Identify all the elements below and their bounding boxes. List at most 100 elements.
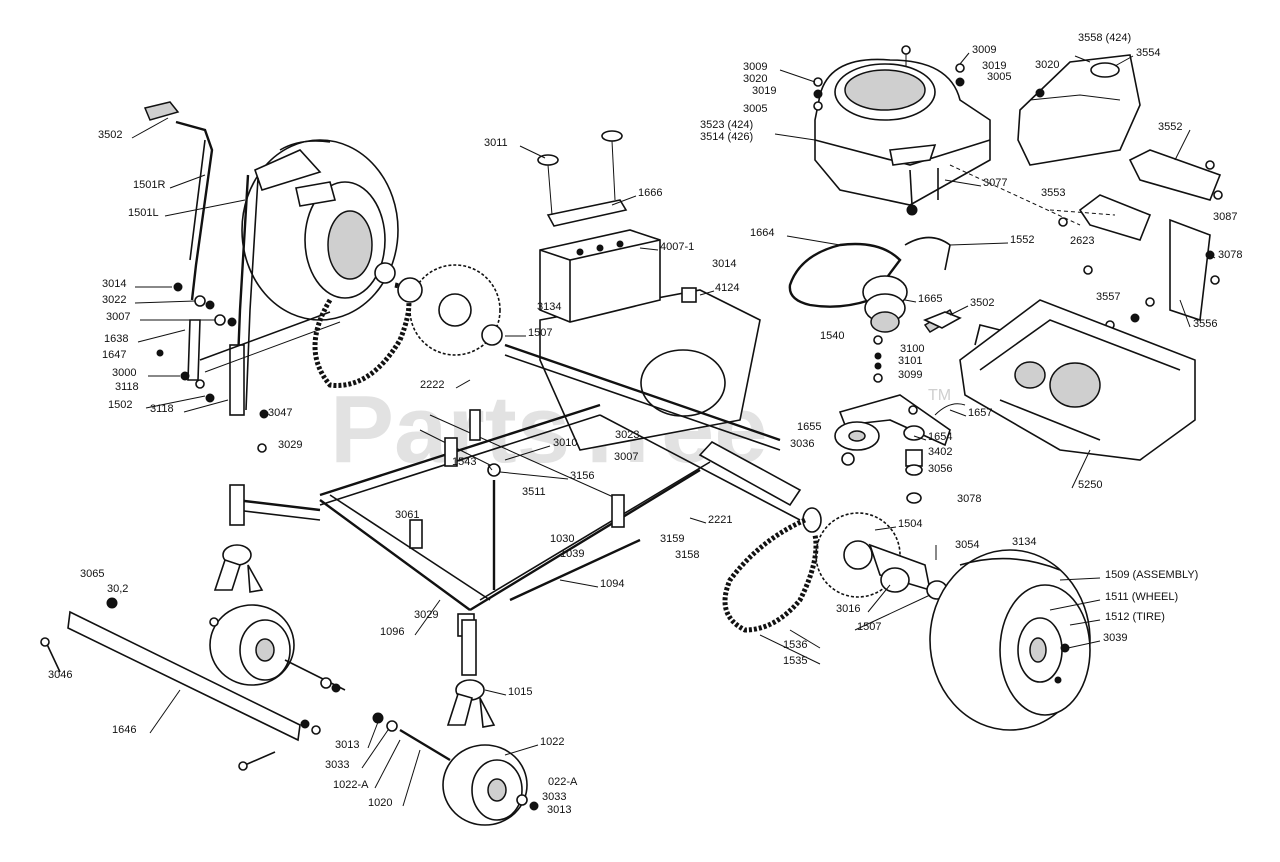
part-label-l3134b: 3134 [1012,536,1036,548]
part-label-l3014b: 3014 [712,258,736,270]
part-label-l1536: 1536 [783,639,807,651]
left-sprocket-chain [312,262,503,388]
part-labels: 3502 1501R 1501L 3014 3022 3007 1638 1647 3000 31… [48,32,1242,816]
part-label-l3023: 3023 [615,429,639,441]
part-label-l1511: 1511 (WHEEL) [1105,591,1178,603]
part-label-l1535: 1535 [783,655,807,667]
belts-pulleys [788,236,955,383]
part-label-l3033a: 3033 [325,759,349,771]
front-bar [40,597,301,771]
part-label-l3010: 3010 [553,437,577,449]
part-label-l1507b: 1507 [857,621,881,633]
part-label-l1020: 1020 [368,797,392,809]
part-label-l3156: 3156 [570,470,594,482]
part-label-l3502b: 3502 [970,297,994,309]
part-label-l3099: 3099 [898,369,922,381]
part-label-l3036: 3036 [790,438,814,450]
part-label-l3000: 3000 [112,367,136,379]
part-label-l3134a: 3134 [537,301,561,313]
rear-wheel-right [929,545,1091,731]
part-label-l3100: 3100 [900,343,924,355]
part-label-l1654: 1654 [928,431,952,443]
part-label-l3065: 3065 [80,568,104,580]
part-label-l1022a_r: 022-A [548,776,578,788]
battery-strap [537,130,628,227]
part-label-l4007: 4007-1 [660,241,694,253]
part-label-l3013b: 3013 [547,804,571,816]
part-label-l1502: 1502 [108,399,132,411]
axle-rods [235,463,641,602]
part-label-l1552: 1552 [1010,234,1034,246]
part-label-l3078a: 3078 [1218,249,1242,261]
part-label-l3078b: 3078 [957,493,981,505]
part-label-l3009a: 3009 [743,61,767,73]
part-label-l5250: 5250 [1078,479,1102,491]
part-label-l3061: 3061 [395,509,419,521]
part-label-l3029a: 3029 [278,439,302,451]
part-label-l3077: 3077 [983,177,1007,189]
tank-brackets [949,149,1223,330]
part-label-l3558: 3558 (424) [1078,32,1131,44]
part-label-l1666: 1666 [638,187,662,199]
engine [813,45,991,216]
part-label-l2221: 2221 [708,514,732,526]
part-label-l3022: 3022 [102,294,126,306]
part-label-l1655: 1655 [797,421,821,433]
part-label-l3087: 3087 [1213,211,1237,223]
leader-lines [131,52,1216,807]
part-label-l3514: 3514 (426) [700,131,753,143]
part-label-l1647: 1647 [102,349,126,361]
part-label-l1022a_l: 1022-A [333,779,369,791]
part-label-l3005a: 3005 [743,103,767,115]
part-label-l1507a: 1507 [528,327,552,339]
main-frame [319,289,802,637]
transmission-deck [922,299,1196,461]
part-label-l3118a: 3118 [115,381,139,393]
part-label-l3046: 3046 [48,669,72,681]
part-label-l3402: 3402 [928,446,952,458]
idler-arm [834,394,966,504]
part-label-l3019b: 3019 [982,60,1006,72]
part-label-l3020a: 3020 [743,73,767,85]
part-label-l3033b: 3033 [542,791,566,803]
part-label-l1022: 1022 [540,736,564,748]
part-label-l3039: 3039 [1103,632,1127,644]
part-label-l3013a: 3013 [335,739,359,751]
part-label-l3552: 3552 [1158,121,1182,133]
part-label-l3020b: 3020 [1035,59,1059,71]
part-label-l2222: 2222 [420,379,444,391]
part-label-l1039: 1039 [560,548,584,560]
part-label-l3005b: 3005 [987,71,1011,83]
part-label-l1501r: 1501R [133,179,165,191]
part-label-l1665: 1665 [918,293,942,305]
part-label-l3047: 3047 [268,407,292,419]
part-label-l3054: 3054 [955,539,979,551]
part-label-l3101: 3101 [898,355,922,367]
part-label-l1646: 1646 [112,724,136,736]
part-label-l3056: 3056 [928,463,952,475]
part-label-l3011: 3011 [484,137,508,149]
hardware-left [156,282,269,453]
front-caster-right [372,619,539,826]
part-label-l1501l: 1501L [128,207,159,219]
front-caster-left [209,484,346,735]
part-label-l3502a: 3502 [98,129,122,141]
part-label-l1015: 1015 [508,686,532,698]
part-label-l302: 30,2 [107,583,128,595]
battery [539,229,697,323]
part-label-l1657: 1657 [968,407,992,419]
part-label-l1638: 1638 [104,333,128,345]
part-label-l3007b: 3007 [614,451,638,463]
part-label-l1096: 1096 [380,626,404,638]
part-label-l1030: 1030 [550,533,574,545]
part-label-l3511: 3511 [522,486,546,498]
part-label-l3556: 3556 [1193,318,1217,330]
part-label-l3016: 3016 [836,603,860,615]
part-label-l4124: 4124 [715,282,739,294]
part-label-l3029b: 3029 [414,609,438,621]
part-label-l3557: 3557 [1096,291,1120,303]
part-label-l3523: 3523 (424) [700,119,753,131]
part-label-l3158: 3158 [675,549,699,561]
part-label-l3009b: 3009 [972,44,996,56]
